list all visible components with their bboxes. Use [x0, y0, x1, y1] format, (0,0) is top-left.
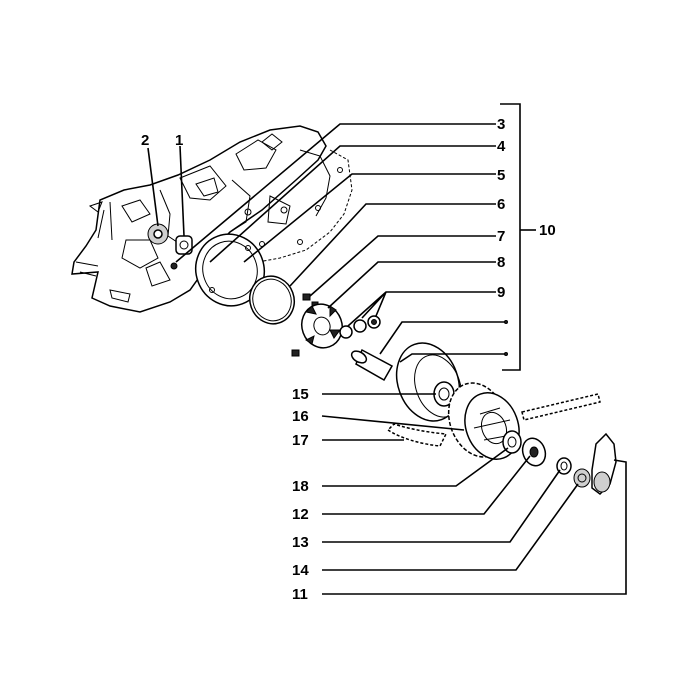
label-5: 5: [497, 167, 505, 184]
part-13-spacer: [556, 457, 572, 475]
part-3-screw: [170, 262, 178, 270]
part-8-variator-plate: [301, 303, 343, 349]
label-3: 3: [497, 116, 505, 133]
part-4-drive-cover: [195, 233, 265, 307]
leader-lines: [147, 103, 627, 595]
label-2: 2: [141, 132, 149, 149]
label-17: 17: [292, 432, 309, 449]
small-nut: [291, 349, 300, 357]
label-18: 18: [292, 478, 309, 495]
crankcase-housing: [71, 125, 353, 313]
label-6: 6: [497, 196, 505, 213]
drive-belt: [386, 393, 601, 447]
sleeve: [350, 348, 394, 382]
label-12: 12: [292, 506, 309, 523]
label-14: 14: [292, 562, 309, 579]
label-10: 10: [539, 222, 556, 239]
part-6-o-ring: [249, 275, 295, 325]
label-16: 16: [292, 408, 309, 425]
label-1: 1: [175, 132, 183, 149]
part-11-end-cover: [591, 432, 617, 495]
label-8: 8: [497, 254, 505, 271]
label-11: 11: [292, 586, 308, 603]
label-4: 4: [497, 138, 506, 155]
part-number-labels: 1 2 3 4 5 6 7 8 9 10 15 16 17 18 12 13 1…: [141, 116, 556, 603]
label-15: 15: [292, 386, 309, 403]
label-9: 9: [497, 284, 505, 301]
label-7: 7: [497, 228, 505, 245]
part-9-rollers: [339, 315, 381, 339]
part-2-gear: [147, 223, 169, 245]
part-14-gear: [573, 468, 591, 488]
label-13: 13: [292, 534, 309, 551]
